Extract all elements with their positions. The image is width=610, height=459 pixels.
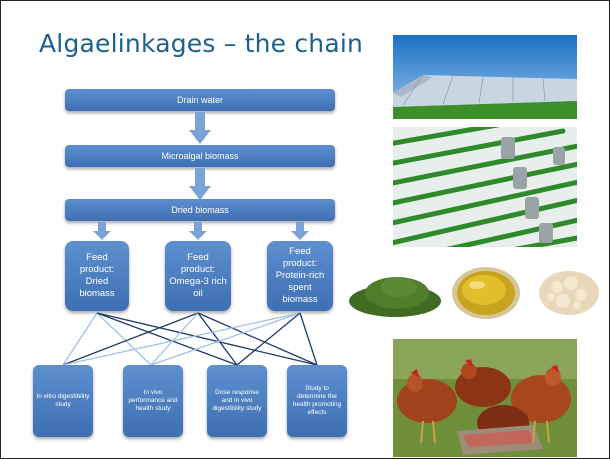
slide-title: Algaelinkages – the chain (39, 29, 364, 58)
down-arrow-icon (291, 222, 309, 240)
omega-3-oil-photo (447, 261, 525, 323)
down-arrow-icon (93, 222, 111, 240)
product-protein-spent-biomass: Feed product: Protein-rich spent biomass (267, 241, 333, 311)
stage-microalgal-biomass: Microalgal biomass (65, 145, 335, 167)
greenhouse-photo (393, 35, 577, 119)
down-arrow-icon (189, 222, 207, 240)
study-in-vitro-digestibility: In vitro digestibility study (33, 365, 93, 437)
photobioreactor-tubes-photo (393, 127, 577, 247)
study-in-vivo-performance: In vivo performance and health study (123, 365, 183, 437)
product-dried-biomass: Feed product: Dried biomass (65, 241, 129, 311)
algae-powder-photo (347, 263, 443, 321)
stage-drain-water: Drain water (65, 89, 335, 111)
product-omega-3-oil: Feed product: Omega-3 rich oil (165, 241, 231, 311)
down-arrow-icon (189, 168, 211, 200)
down-arrow-icon (189, 112, 211, 144)
study-dose-response: Dose response and in vivo digestibility … (207, 365, 267, 437)
protein-biomass-photo (531, 261, 607, 323)
study-health-promoting-effects: Study to determine the health promoting … (287, 365, 347, 437)
stage-dried-biomass: Dried biomass (65, 199, 335, 221)
chickens-feeding-photo (393, 339, 577, 457)
